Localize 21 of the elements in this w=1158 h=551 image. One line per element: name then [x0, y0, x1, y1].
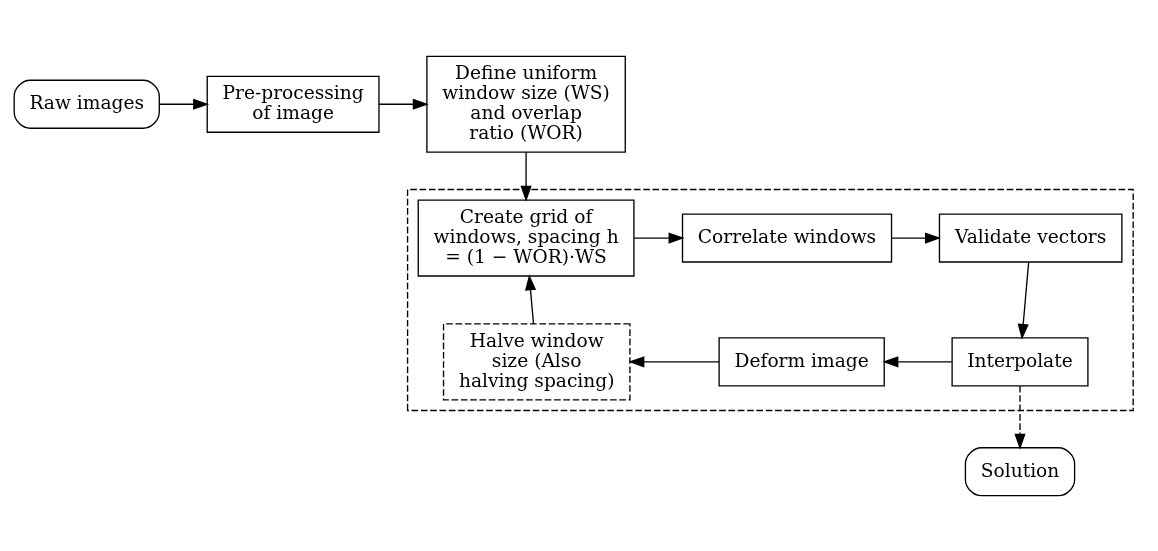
arrow [378, 98, 429, 110]
node-box: Halve window size (Also halving spacing) [442, 322, 631, 400]
node-box: Correlate windows [681, 212, 893, 263]
arrow [520, 151, 532, 202]
arrow [1014, 384, 1026, 450]
arrow [159, 98, 210, 110]
node-box: Create grid of windows, spacing h = (1 − WOR)·WS [417, 198, 635, 277]
arrow [628, 355, 720, 367]
node-box: Interpolate [951, 336, 1089, 386]
arrow [882, 355, 953, 367]
arrow [1017, 261, 1030, 340]
cluster [406, 188, 1134, 411]
node-box: Pre-processing of image [206, 75, 380, 133]
node-box: Validate vectors [938, 212, 1123, 263]
node-box: Raw images [13, 79, 160, 129]
arrow [633, 231, 685, 244]
arrow [891, 231, 941, 244]
node-box: Define uniform window size (WS) and overlap ratio (WOR) [426, 55, 626, 153]
node-box: Solution [964, 446, 1076, 496]
arrow [524, 273, 537, 324]
node-box: Deform image [718, 336, 885, 386]
